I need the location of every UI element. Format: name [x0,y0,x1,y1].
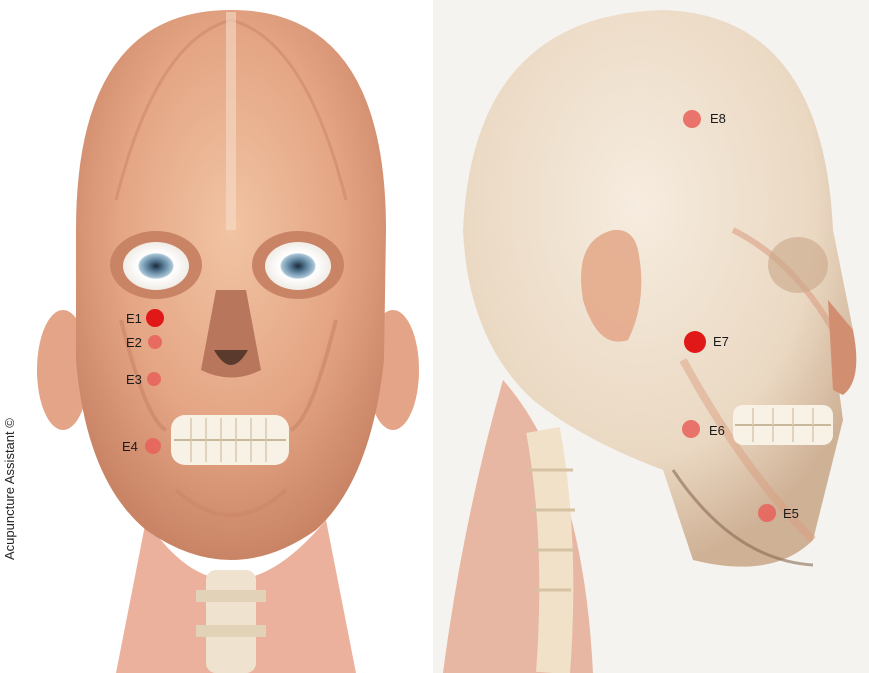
front-head-illustration: E1 E2 E3 E4 [26,0,430,673]
acupoint-e3 [147,372,161,386]
acupoint-e8 [683,110,701,128]
acupoint-label-e6: E6 [709,423,725,438]
acupoint-label-e8: E8 [710,111,726,126]
acupoint-label-e7: E7 [713,334,729,349]
side-head-illustration: E8 E7 E6 E5 [433,0,869,673]
acupoint-e4 [145,438,161,454]
acupoint-label-e5: E5 [783,506,799,521]
acupoint-e6 [682,420,700,438]
acupoint-e1 [146,309,164,327]
acupoint-e2 [148,335,162,349]
acupoint-label-e4: E4 [122,439,138,454]
copyright-watermark: Acupuncture Assistant © [2,360,17,560]
acupoint-label-e1: E1 [126,311,142,326]
acupoint-label-e2: E2 [126,335,142,350]
acupoint-label-e3: E3 [126,372,142,387]
acupoint-e5 [758,504,776,522]
acupoint-e7 [684,331,706,353]
